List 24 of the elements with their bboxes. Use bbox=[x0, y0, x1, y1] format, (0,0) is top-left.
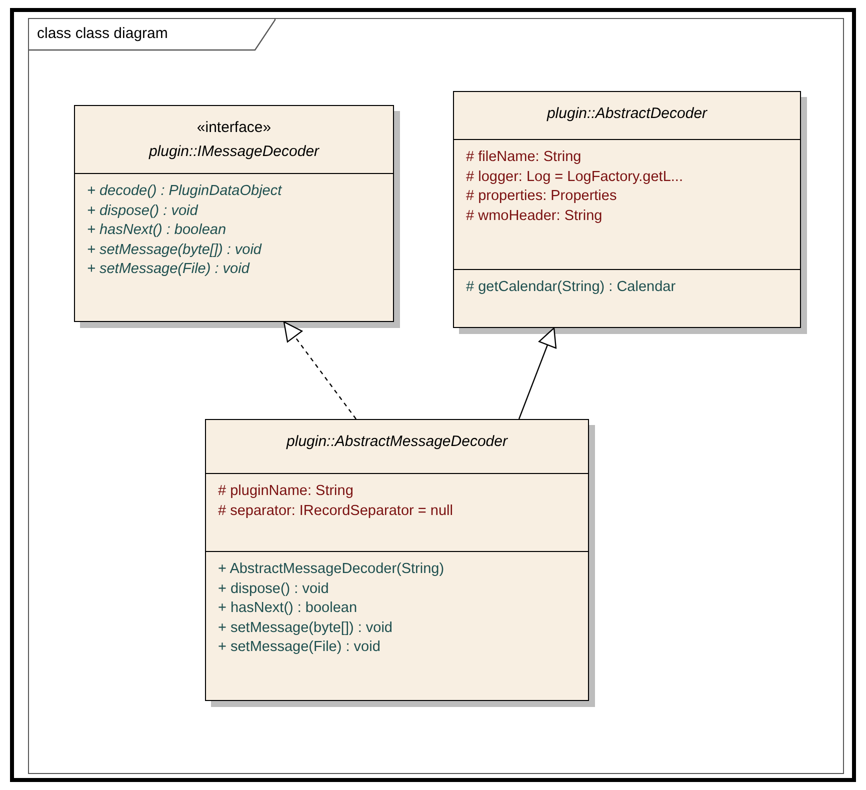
frame-label: class class diagram bbox=[37, 25, 168, 42]
class-member: + dispose() : void bbox=[218, 580, 330, 599]
class-member: + hasNext() : boolean bbox=[87, 221, 228, 240]
class-member: # separator: IRecordSeparator = null bbox=[218, 502, 454, 521]
generalization-arrow bbox=[518, 327, 557, 420]
class-member: # logger: Log = LogFactory.getL... bbox=[466, 168, 684, 187]
realization-arrow bbox=[283, 321, 356, 420]
class-member: # fileName: String bbox=[466, 148, 582, 167]
class-member: + setMessage(File) : void bbox=[218, 638, 382, 658]
class-name: plugin::AbstractMessageDecoder bbox=[285, 432, 509, 452]
class-member: + hasNext() : boolean bbox=[218, 599, 358, 618]
class-member: # wmoHeader: String bbox=[466, 206, 604, 226]
class-member: + setMessage(byte[]) : void bbox=[87, 240, 263, 260]
class-member: + setMessage(File) : void bbox=[87, 260, 251, 280]
class-member: # getCalendar(String) : Calendar bbox=[466, 278, 677, 297]
class-member: + AbstractMessageDecoder(String) bbox=[218, 560, 446, 579]
class-member: + decode() : PluginDataObject bbox=[87, 182, 283, 201]
class-member: + setMessage(byte[]) : void bbox=[218, 618, 394, 638]
class-member: # pluginName: String bbox=[218, 482, 354, 501]
stereotype-label: «interface» bbox=[196, 118, 272, 138]
class-name: plugin::AbstractDecoder bbox=[546, 104, 708, 124]
class-member: # properties: Properties bbox=[466, 187, 618, 206]
class-member: + dispose() : void bbox=[87, 202, 200, 221]
class-name: plugin::IMessageDecoder bbox=[148, 142, 320, 162]
